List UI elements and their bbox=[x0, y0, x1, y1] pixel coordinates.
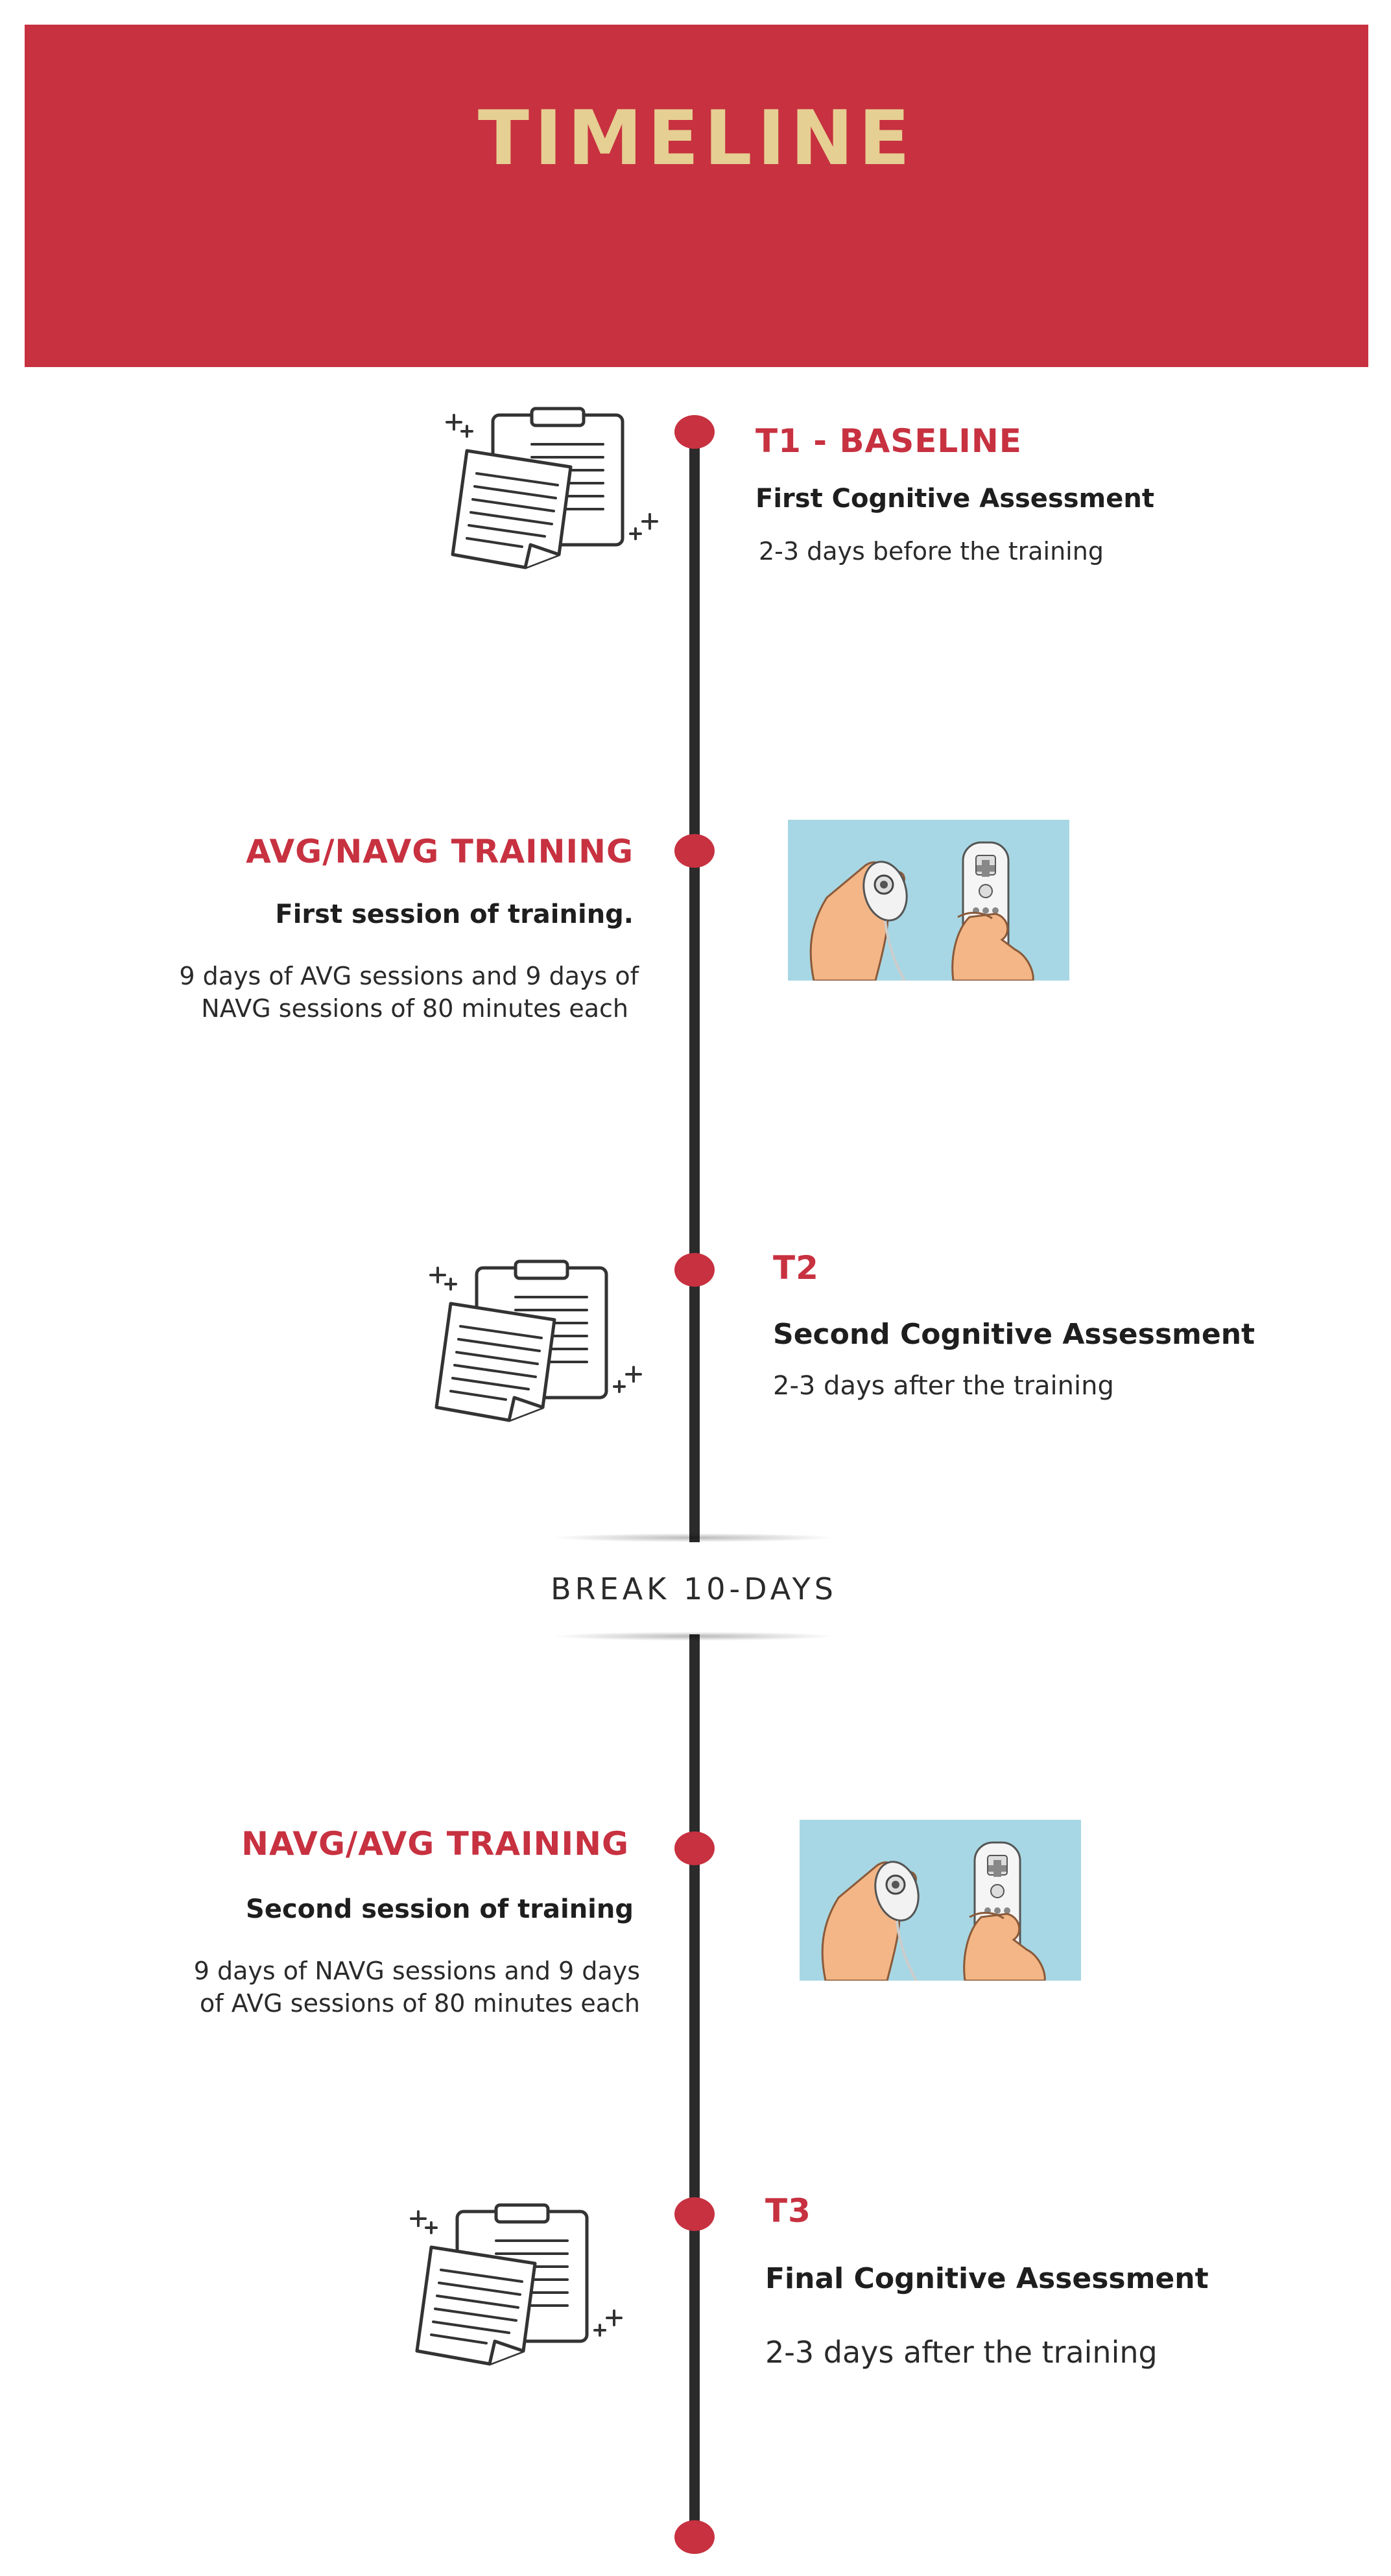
timeline-dot-training-1 bbox=[674, 834, 715, 868]
timeline-dot-t3 bbox=[674, 2197, 715, 2231]
event-description-t2: 2-3 days after the training bbox=[773, 1371, 1114, 1401]
timeline-dot-training-2 bbox=[674, 1831, 715, 1865]
event-title-t3: T3 bbox=[765, 2192, 811, 2230]
wii-remote-hands-photo bbox=[788, 820, 1069, 981]
event-title-training-1: AVG/NAVG TRAINING bbox=[246, 833, 634, 870]
event-title-t1: T1 - BASELINE bbox=[755, 422, 1022, 460]
wii-remote-hands-photo bbox=[800, 1820, 1081, 1981]
header-banner: TIMELINE bbox=[25, 25, 1368, 367]
description-line: 9 days of AVG sessions and 9 days of bbox=[179, 962, 639, 990]
timeline-dot-t1 bbox=[674, 415, 715, 449]
clipboard-documents-icon bbox=[410, 2203, 623, 2366]
event-subtitle-training-1: First session of training. bbox=[275, 900, 634, 929]
clipboard-documents-icon bbox=[429, 1259, 642, 1422]
event-subtitle-training-2: Second session of training bbox=[246, 1894, 634, 1924]
event-subtitle-t2: Second Cognitive Assessment bbox=[773, 1318, 1255, 1351]
timeline-axis bbox=[689, 433, 700, 2536]
timeline-dot-t2 bbox=[674, 1253, 715, 1287]
event-description-t1: 2-3 days before the training bbox=[759, 537, 1104, 566]
event-description-t3: 2-3 days after the training bbox=[765, 2335, 1158, 2370]
page-title: TIMELINE bbox=[477, 95, 916, 182]
event-subtitle-t3: Final Cognitive Assessment bbox=[765, 2262, 1209, 2295]
event-description-training-2: 9 days of NAVG sessions and 9 days of AV… bbox=[194, 1955, 640, 2020]
break-marker: BREAK 10-DAYS bbox=[532, 1537, 856, 1641]
timeline-dot-end bbox=[674, 2520, 715, 2554]
event-description-training-1: 9 days of AVG sessions and 9 days of NAV… bbox=[179, 960, 639, 1025]
break-divider-bottom bbox=[551, 1632, 837, 1641]
break-divider-top bbox=[551, 1533, 837, 1542]
event-subtitle-t1: First Cognitive Assessment bbox=[755, 484, 1154, 514]
description-line: NAVG sessions of 80 minutes each bbox=[201, 994, 628, 1023]
description-line: of AVG sessions of 80 minutes each bbox=[199, 1989, 640, 2018]
event-title-training-2: NAVG/AVG TRAINING bbox=[241, 1825, 629, 1863]
clipboard-documents-icon bbox=[446, 407, 658, 569]
event-title-t2: T2 bbox=[773, 1249, 819, 1287]
break-label: BREAK 10-DAYS bbox=[551, 1571, 837, 1606]
description-line: 9 days of NAVG sessions and 9 days bbox=[193, 1957, 640, 1985]
